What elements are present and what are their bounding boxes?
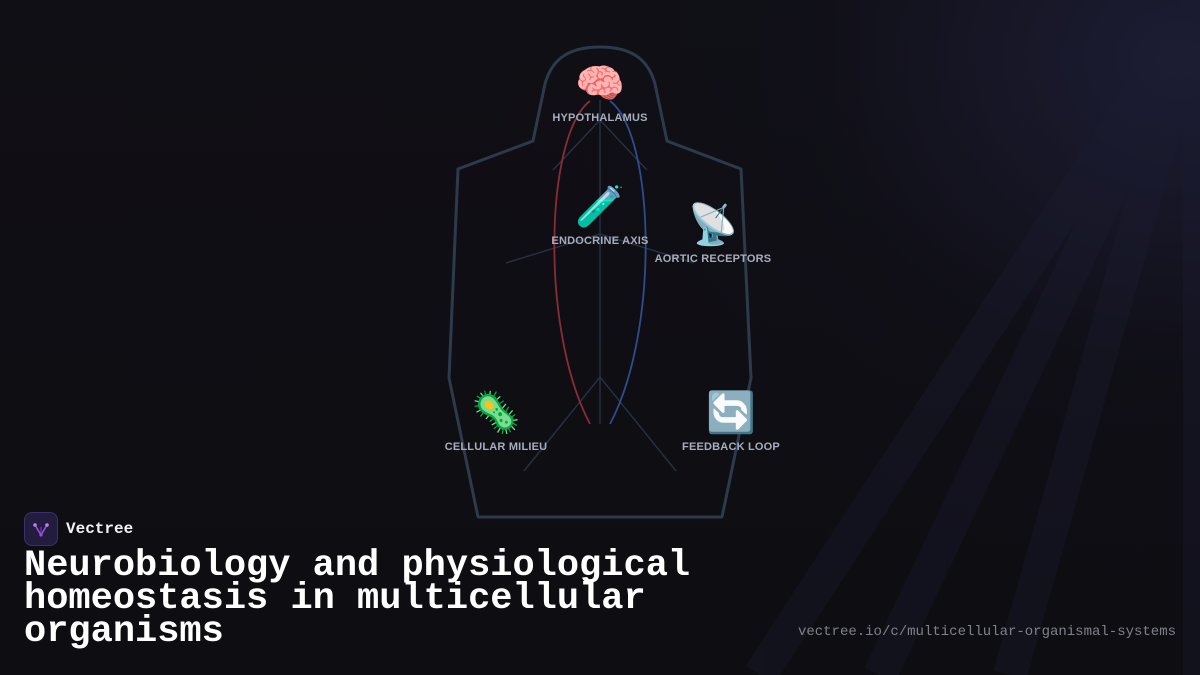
- node-aortic-receptors: 📡 AORTIC RECEPTORS: [655, 203, 772, 265]
- test-tube-icon: 🧪: [575, 184, 625, 230]
- node-endocrine-axis: 🧪 ENDOCRINE AXIS: [551, 185, 648, 247]
- artery-red-line: [553, 100, 591, 425]
- microbe-icon: 🦠: [471, 390, 521, 436]
- vein-blue-line: [609, 100, 647, 425]
- nerve-network: [505, 100, 695, 472]
- source-url: vectree.io/c/multicellular-organismal-sy…: [797, 624, 1176, 640]
- node-hypothalamus: 🧠 HYPOTHALAMUS: [552, 62, 647, 124]
- node-label-endocrine-axis: ENDOCRINE AXIS: [551, 235, 649, 247]
- body-outline: [447, 45, 753, 519]
- node-label-cellular-milieu: CELLULAR MILIEU: [444, 441, 548, 453]
- node-label-feedback-loop: FEEDBACK LOOP: [682, 441, 780, 453]
- node-label-aortic-receptors: AORTIC RECEPTORS: [654, 253, 772, 265]
- satellite-dish-icon: 📡: [688, 202, 738, 248]
- brain-icon: 🧠: [575, 61, 625, 107]
- vectree-logo-icon: [24, 512, 58, 546]
- brand-header: Vectree: [24, 512, 133, 546]
- node-label-hypothalamus: HYPOTHALAMUS: [552, 112, 648, 124]
- node-cellular-milieu: 🦠 CELLULAR MILIEU: [445, 391, 548, 453]
- brand-name: Vectree: [66, 520, 134, 538]
- cycle-arrows-icon: 🔄: [706, 390, 756, 436]
- page-title: Neurobiology and physiological homeostas…: [24, 545, 691, 653]
- node-feedback-loop: 🔄 FEEDBACK LOOP: [682, 391, 780, 453]
